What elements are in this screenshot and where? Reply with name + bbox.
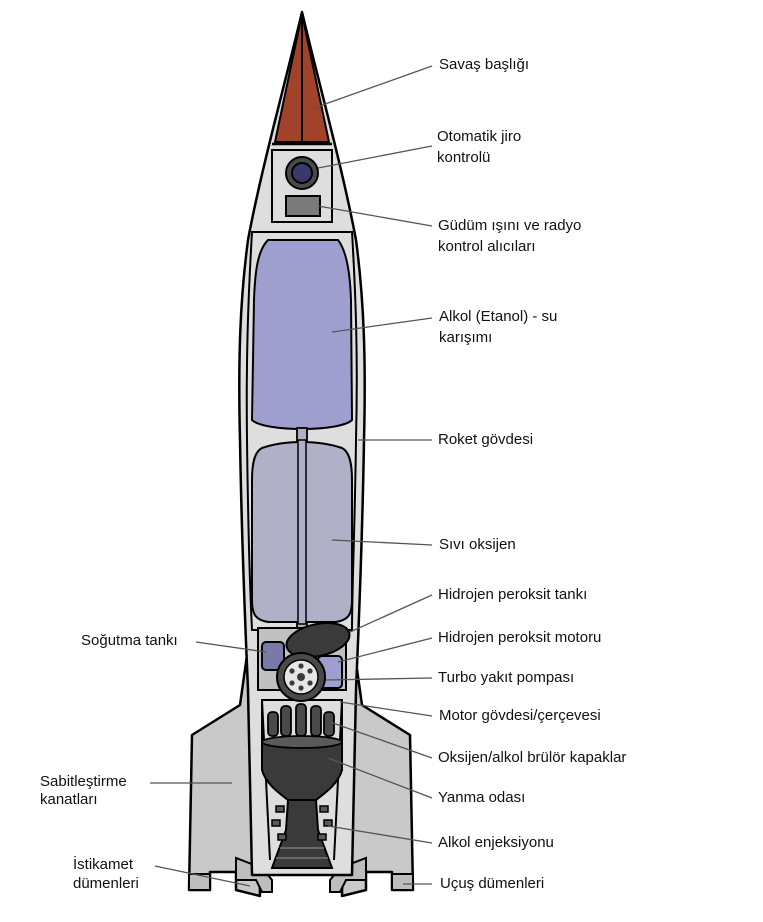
flight-rudder-left (188, 873, 211, 891)
alcohol-tank (250, 239, 354, 430)
label-cooling-tank: Soğutma tankı (81, 632, 178, 649)
guidance-compartment (271, 149, 333, 223)
label-steering-line2: dümenleri (73, 875, 139, 892)
label-h2o2-tank: Hidrojen peroksit tankı (438, 586, 588, 603)
label-rocket-body: Roket gövdesi (438, 431, 534, 448)
radio-receiver (285, 195, 321, 217)
label-gyro-line2: kontrolü (437, 149, 491, 166)
label-combustion-chamber: Yanma odası (438, 789, 526, 806)
label-engine-frame: Motor gövdesi/çerçevesi (439, 707, 601, 724)
label-flight-rudders: Uçuş dümenleri (440, 875, 545, 892)
cooling-tank (261, 641, 285, 671)
label-gyro-line1: Otomatik jiro (437, 128, 522, 145)
label-alcohol-injection: Alkol enjeksiyonu (438, 834, 554, 851)
label-alcohol-line2: karışımı (439, 329, 493, 346)
label-steering-line1: İstikamet (73, 856, 134, 873)
label-h2o2-motor: Hidrojen peroksit motoru (438, 629, 602, 646)
nozzle (270, 799, 334, 869)
label-fins-line1: Sabitleştirme (40, 773, 127, 790)
burner-caps (267, 703, 335, 737)
label-lox: Sıvı oksijen (439, 536, 516, 553)
combustion-chamber (261, 735, 343, 801)
leader-lines (150, 65, 433, 887)
lox-tank (251, 439, 353, 625)
flight-rudder-right (391, 873, 414, 891)
warhead (272, 13, 332, 146)
turbo-pump (276, 652, 326, 702)
label-radio-line1: Güdüm ışını ve radyo (438, 217, 582, 234)
label-turbo-pump: Turbo yakıt pompası (438, 669, 575, 686)
label-fins-line2: kanatları (40, 791, 98, 808)
label-radio-line2: kontrol alıcıları (438, 238, 536, 255)
label-burner-caps: Oksijen/alkol brülör kapaklar (438, 749, 627, 766)
alcohol-injection-pipes (271, 805, 333, 841)
label-alcohol-line1: Alkol (Etanol) - su (439, 308, 558, 325)
label-warhead: Savaş başlığı (439, 56, 530, 73)
